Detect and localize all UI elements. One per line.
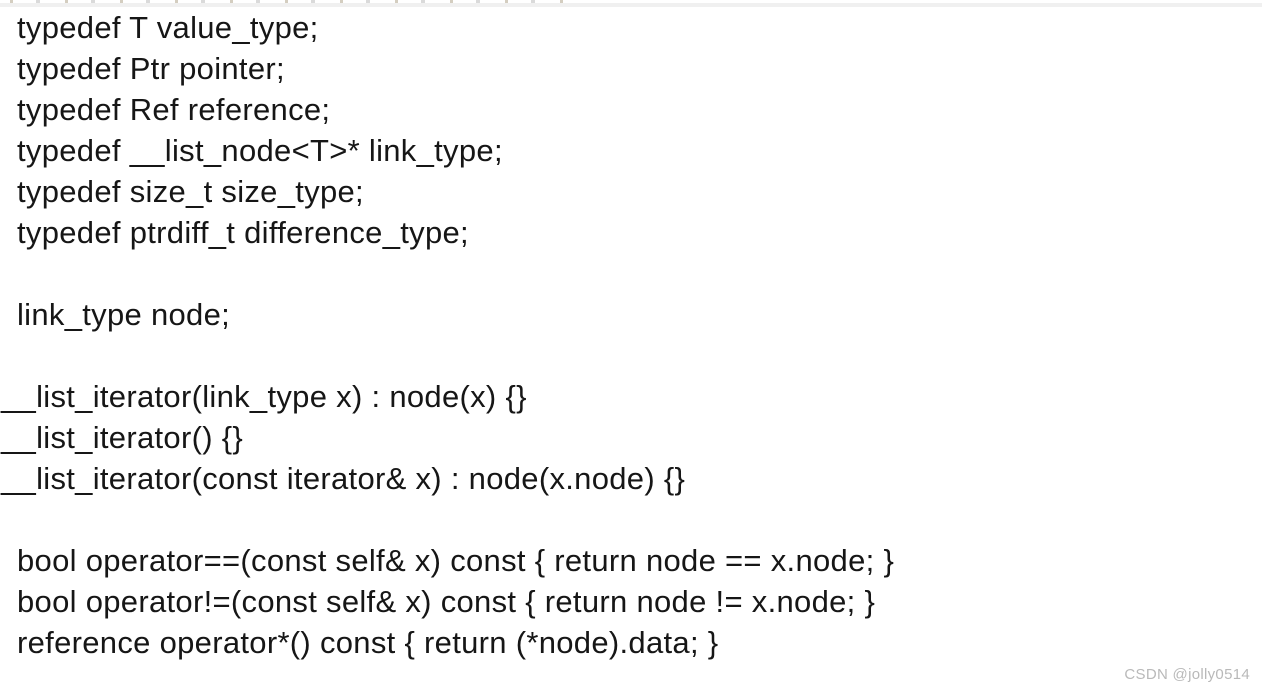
code-line: __list_iterator(const iterator& x) : nod… <box>1 461 686 496</box>
code-line: reference operator*() const { return (*n… <box>17 625 719 660</box>
code-line: typedef ptrdiff_t difference_type; <box>17 215 469 250</box>
code-line: typedef size_t size_type; <box>17 174 364 209</box>
code-line: link_type node; <box>17 297 231 332</box>
code-line <box>0 253 1262 294</box>
csdn-watermark: CSDN @jolly0514 <box>1124 666 1250 683</box>
top-gray-band <box>0 3 1262 7</box>
cropped-text-remnants <box>10 0 585 3</box>
code-line: bool operator==(const self& x) const { r… <box>17 543 895 578</box>
code-line: typedef T value_type; <box>17 10 319 45</box>
code-block: typedef T value_type;typedef Ptr pointer… <box>0 7 1262 663</box>
code-line <box>0 499 1262 540</box>
code-line: typedef Ref reference; <box>17 92 331 127</box>
code-line: __list_iterator() {} <box>1 420 244 455</box>
code-line: bool operator!=(const self& x) const { r… <box>17 584 876 619</box>
code-line: typedef __list_node<T>* link_type; <box>17 133 503 168</box>
code-line: __list_iterator(link_type x) : node(x) {… <box>1 379 527 414</box>
code-line <box>0 335 1262 376</box>
code-line: typedef Ptr pointer; <box>17 51 285 86</box>
